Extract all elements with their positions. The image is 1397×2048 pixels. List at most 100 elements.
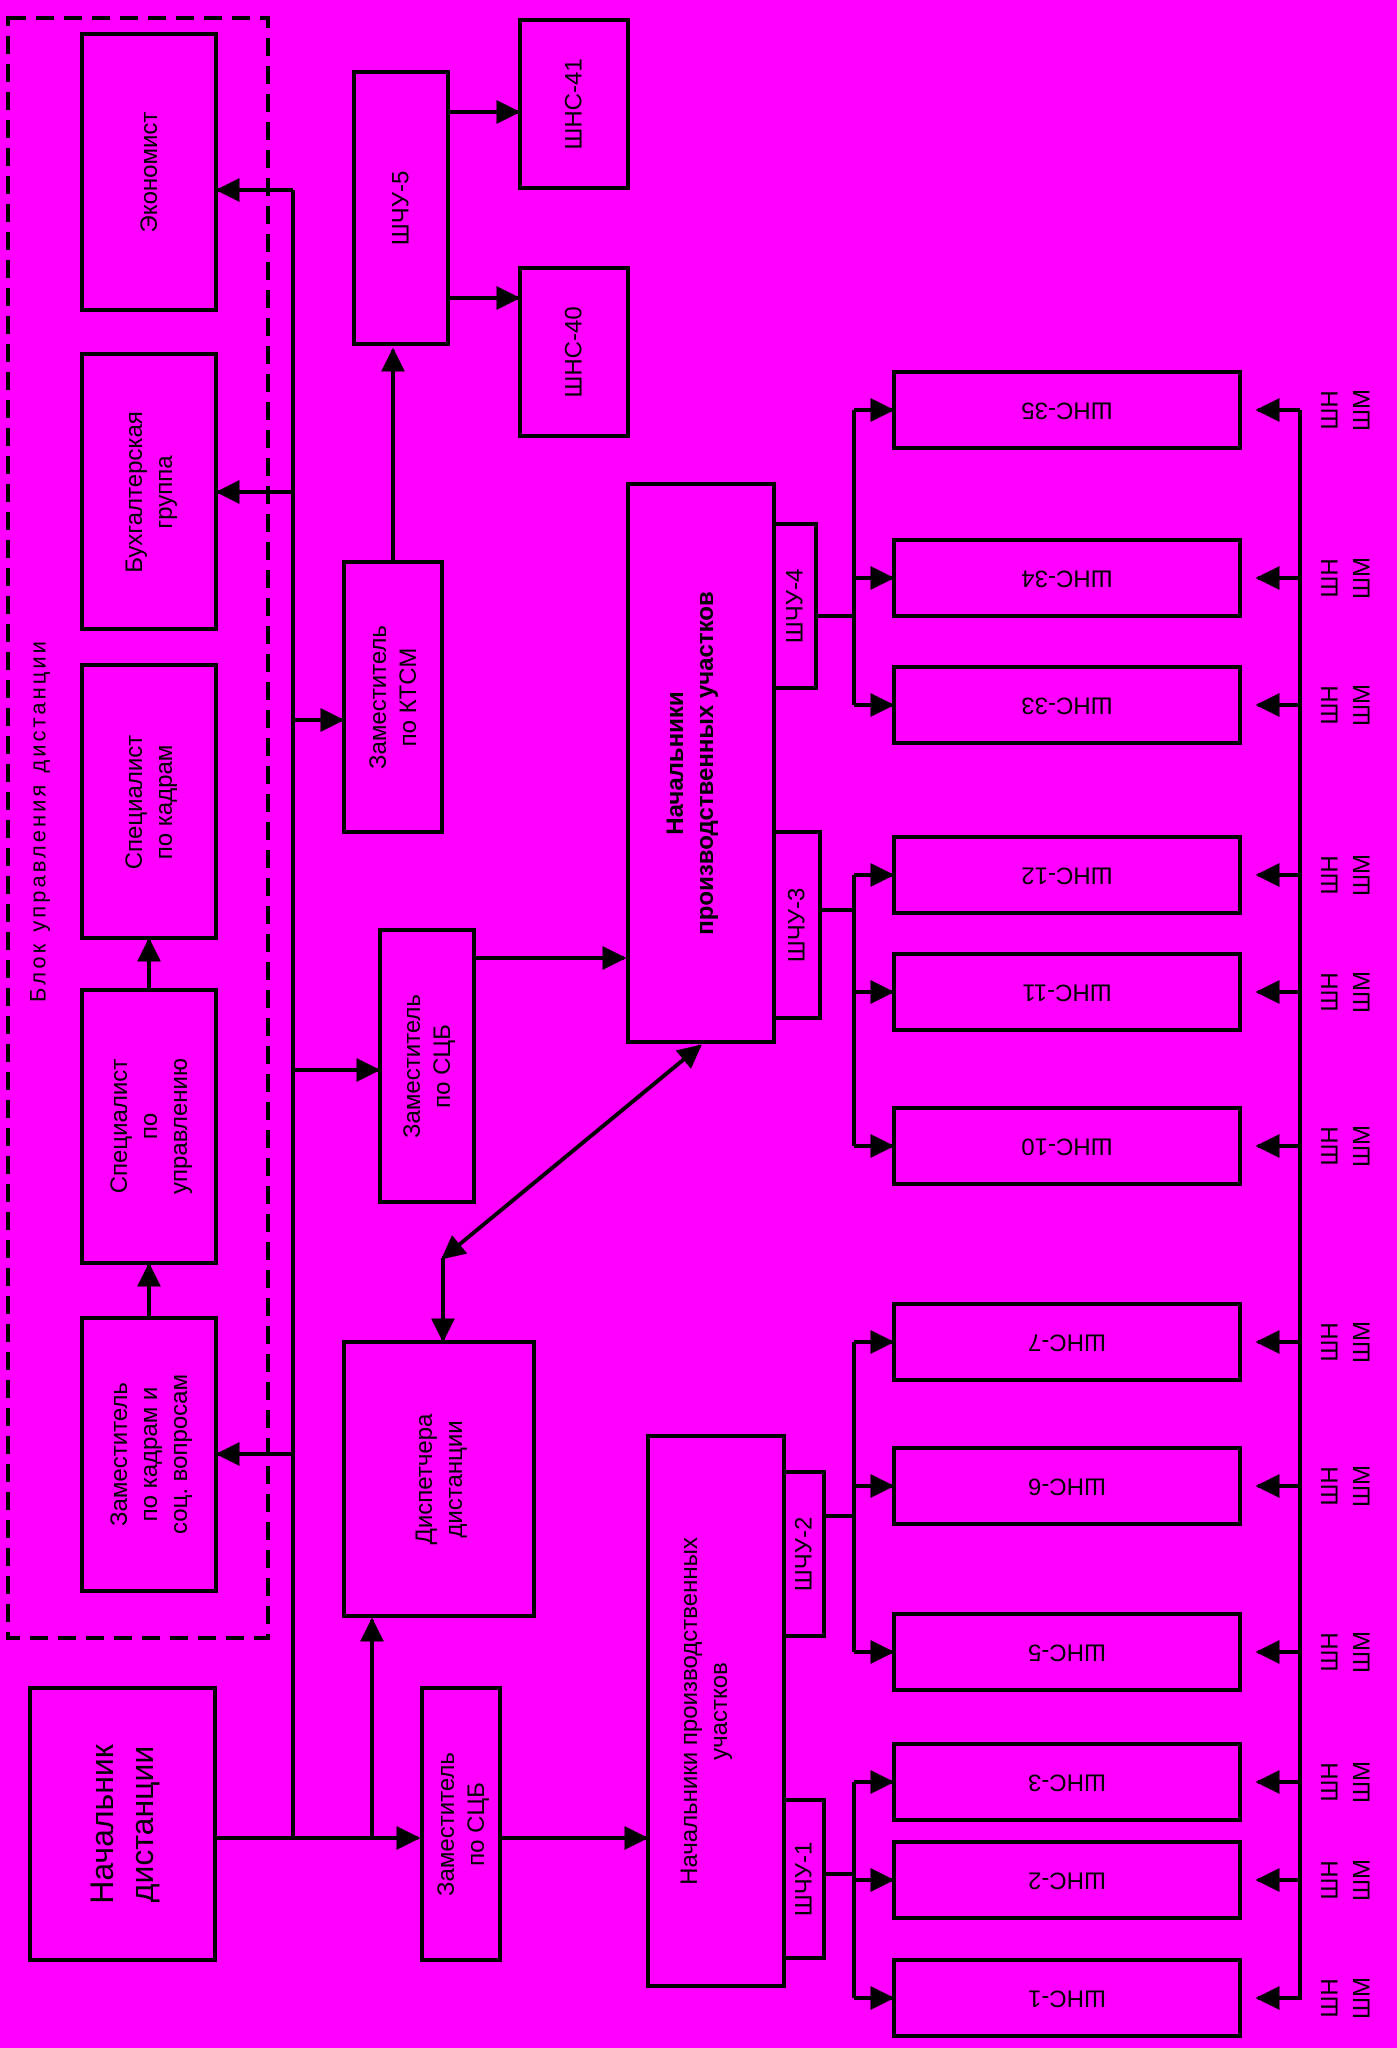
svg-text:ШЧУ-3: ШЧУ-3 [784, 888, 811, 963]
station-label: ШНС-5 [1028, 1639, 1106, 1666]
station-label: ШНС-6 [1028, 1473, 1106, 1500]
worker-label-shm: ШМ [1349, 684, 1376, 726]
station-label: ШНС-1 [1028, 1985, 1106, 2012]
station-label: ШНС-3 [1028, 1769, 1106, 1796]
label-line: дистанции [124, 1746, 160, 1902]
shchu5-box: ШЧУ-5 [352, 70, 450, 346]
shchu2-box: ШЧУ-2 [782, 1470, 826, 1638]
label-line: по кадрам и [136, 1387, 163, 1522]
shns40-box: ШНС-40 [518, 266, 630, 438]
shchu4-box: ШЧУ-4 [772, 522, 818, 690]
label-line: по кадрам [151, 745, 178, 860]
worker-label-shn: ШН [1317, 1322, 1344, 1361]
label-line: Бухгалтерская [121, 411, 148, 573]
label-line: по КТСМ [395, 648, 422, 747]
svg-text:Экономист: Экономист [136, 112, 163, 233]
label-line: по [136, 1113, 163, 1139]
worker-label-shm: ШМ [1349, 1631, 1376, 1673]
label-line: Специалист [106, 1059, 133, 1194]
economist-box: Экономист [80, 32, 218, 312]
station-label: ШНС-12 [1021, 862, 1112, 889]
label-line: управлению [166, 1058, 193, 1194]
label-line: Начальник [84, 1743, 120, 1904]
svg-text:ШНС-41: ШНС-41 [561, 58, 588, 149]
worker-label-shm: ШМ [1349, 971, 1376, 1013]
worker-label-shm: ШМ [1349, 854, 1376, 896]
worker-label-shm: ШМ [1349, 1761, 1376, 1803]
worker-label-shn: ШН [1317, 390, 1344, 429]
worker-label-shn: ШН [1317, 1860, 1344, 1899]
worker-label-shm: ШМ [1349, 1125, 1376, 1167]
worker-label-shn: ШН [1317, 1978, 1344, 2017]
worker-label-shm: ШМ [1349, 1321, 1376, 1363]
label-line: Диспетчера [411, 1413, 438, 1544]
worker-label-shm: ШМ [1349, 1465, 1376, 1507]
station-label: ШНС-35 [1021, 397, 1112, 424]
station-label: ШНС-7 [1028, 1329, 1106, 1356]
label-line: по СЦБ [429, 1024, 456, 1108]
worker-label-shn: ШН [1317, 1762, 1344, 1801]
management-block-frame [6, 16, 270, 1640]
label-line: Заместитель [433, 1752, 460, 1896]
main-bus [215, 190, 295, 1840]
svg-text:ШЧУ-2: ШЧУ-2 [791, 1517, 818, 1592]
label-line: Заместитель [365, 625, 392, 769]
station-label: ШНС-11 [1022, 979, 1112, 1006]
label-line: Заместитель [399, 994, 426, 1138]
station-label: ШНС-33 [1021, 692, 1112, 719]
shchu1-box: ШЧУ-1 [782, 1798, 826, 1960]
label-line: группа [151, 455, 178, 529]
svg-text:ШЧУ-4: ШЧУ-4 [782, 569, 809, 644]
worker-label-shn: ШН [1317, 972, 1344, 1011]
label-line: Специалист [121, 735, 148, 870]
station-label: ШНС-2 [1028, 1867, 1106, 1894]
worker-label-shm: ШМ [1349, 1977, 1376, 2019]
svg-text:ШНС-40: ШНС-40 [561, 306, 588, 397]
label-line: Начальники производственных [676, 1537, 703, 1885]
label-line: Экономист [136, 112, 163, 233]
label-line: по СЦБ [463, 1782, 490, 1866]
worker-label-shn: ШН [1317, 855, 1344, 894]
worker-label-shn: ШН [1317, 685, 1344, 724]
label-line: Заместитель [106, 1382, 133, 1526]
svg-text:ШЧУ-5: ШЧУ-5 [388, 171, 415, 246]
label-line: участков [706, 1662, 733, 1760]
worker-label-shn: ШН [1317, 558, 1344, 597]
worker-label-shn: ШН [1317, 1126, 1344, 1165]
shns41-box: ШНС-41 [518, 18, 630, 190]
worker-label-shm: ШМ [1349, 389, 1376, 431]
worker-label-shn: ШН [1317, 1466, 1344, 1505]
worker-label-shn: ШН [1317, 1632, 1344, 1671]
shchu3-box: ШЧУ-3 [772, 830, 822, 1020]
